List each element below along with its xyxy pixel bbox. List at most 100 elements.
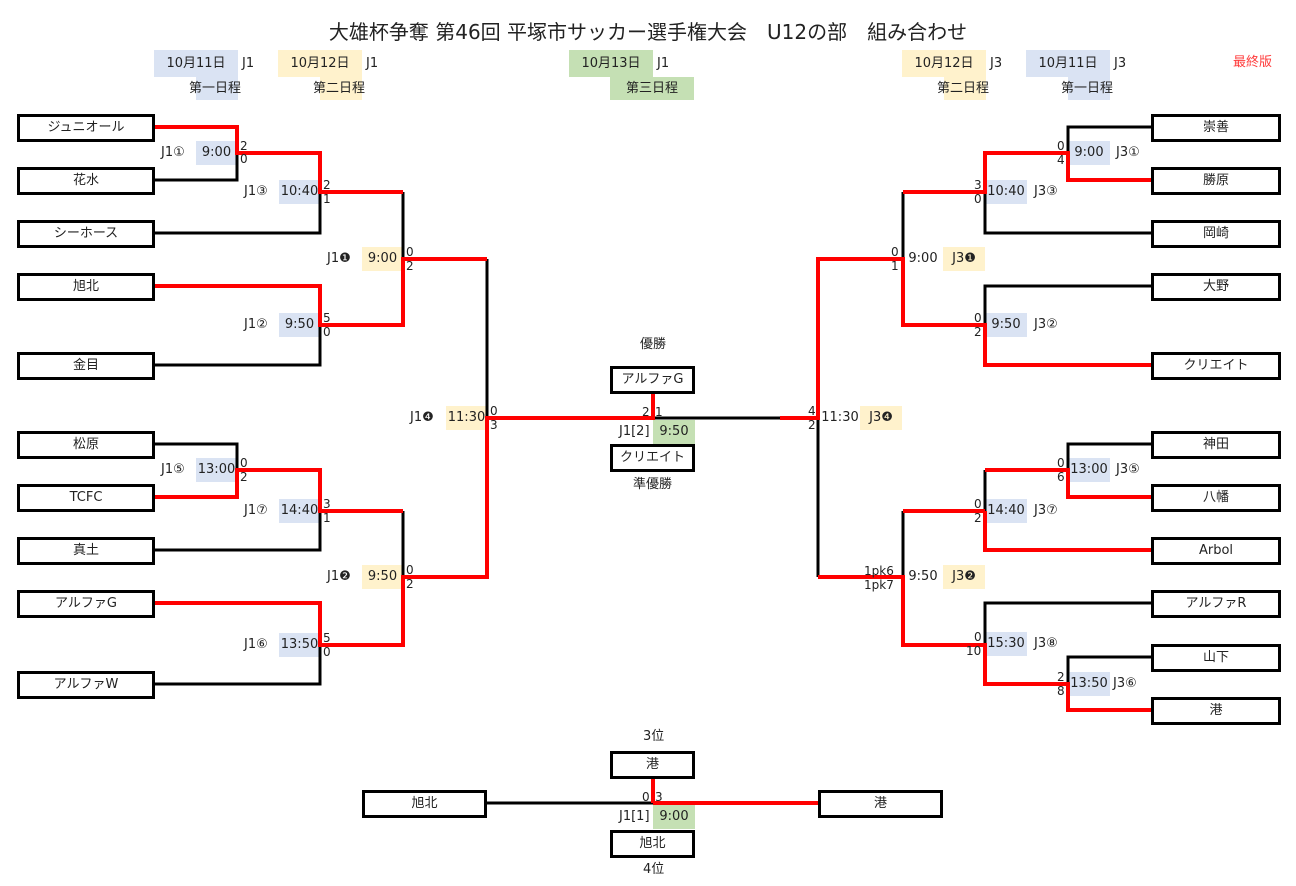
score: 2 <box>240 139 248 153</box>
score: 1 <box>323 511 331 525</box>
match-id: J3⑧ <box>1034 636 1058 651</box>
match-id: J3③ <box>1034 184 1058 199</box>
score: 8 <box>1057 684 1065 698</box>
team-box: 八幡 <box>1151 484 1281 512</box>
winner-label: 優勝 <box>640 337 667 352</box>
match-time: 10:40 <box>279 180 320 204</box>
team-box: 旭北 <box>17 273 155 301</box>
day-label: 第二日程 <box>937 81 990 96</box>
score: 2 <box>974 511 982 525</box>
match-id: J1⑥ <box>244 637 268 652</box>
match-id: J1① <box>161 145 185 160</box>
league-label: J1 <box>242 56 255 71</box>
team-box: 金目 <box>17 352 155 380</box>
score: 0 <box>974 630 982 644</box>
score: 10 <box>966 644 982 658</box>
score: 6 <box>1057 470 1065 484</box>
score: 0 <box>642 790 650 804</box>
match-id: J3⑦ <box>1034 503 1058 518</box>
team-box: 真土 <box>17 537 155 565</box>
score: 2 <box>240 470 248 484</box>
team-box: クリエイト <box>1151 352 1281 380</box>
score: 2 <box>642 405 650 419</box>
score: 0 <box>1057 456 1065 470</box>
score: 0 <box>323 325 331 339</box>
team-box: 港 <box>818 790 943 818</box>
date-day1-right: 10月11日 <box>1026 50 1110 77</box>
fourth-label: 4位 <box>643 862 665 877</box>
match-time: 9:00 <box>908 251 938 266</box>
league-label: J3 <box>990 56 1003 71</box>
score: 1pk6 <box>864 564 894 578</box>
score: 2 <box>406 577 414 591</box>
date-day1-left: 10月11日 <box>154 50 238 77</box>
score: 3 <box>323 497 331 511</box>
match-id: J1❷ <box>327 569 351 584</box>
score: 0 <box>240 456 248 470</box>
match-id: J1[1] <box>619 809 650 824</box>
score: 0 <box>974 192 982 206</box>
match-id: J1❹ <box>410 410 434 425</box>
team-box: ジュニオール <box>17 114 155 142</box>
team-box: Arbol <box>1151 537 1281 565</box>
page-title: 大雄杯争奪 第46回 平塚市サッカー選手権大会 U12の部 組み合わせ <box>328 20 968 44</box>
match-time: 9:50 <box>653 420 695 444</box>
score: 0 <box>891 245 899 259</box>
day-label: 第一日程 <box>1061 81 1114 96</box>
score: 0 <box>406 563 414 577</box>
match-id: J1[2] <box>619 424 650 439</box>
score: 2 <box>323 178 331 192</box>
team-box: 花水 <box>17 167 155 195</box>
score: 0 <box>974 311 982 325</box>
score: 0 <box>240 152 248 166</box>
score: 0 <box>323 645 331 659</box>
match-time: 9:50 <box>985 313 1027 337</box>
day-label: 第三日程 <box>610 77 694 100</box>
match-time: 11:30 <box>446 406 487 430</box>
score: 0 <box>1057 139 1065 153</box>
match-time: 9:00 <box>653 805 695 829</box>
score: 2 <box>808 418 816 432</box>
match-id: J3⑤ <box>1116 462 1140 477</box>
score: 3 <box>490 418 498 432</box>
match-id: J3❶ <box>943 247 985 271</box>
match-time: 9:50 <box>279 313 320 337</box>
match-time: 9:00 <box>362 247 403 271</box>
match-time: 14:40 <box>985 499 1027 523</box>
match-time: 14:40 <box>279 499 320 523</box>
match-id: J3⑥ <box>1113 676 1137 691</box>
runner-up-label: 準優勝 <box>633 477 673 492</box>
team-box: 山下 <box>1151 644 1281 672</box>
team-box: TCFC <box>17 484 155 512</box>
match-id: J3❹ <box>860 406 902 430</box>
match-id: J1⑤ <box>161 462 185 477</box>
score: 5 <box>323 311 331 325</box>
match-time: 13:00 <box>1068 458 1110 482</box>
score: 0 <box>490 404 498 418</box>
match-id: J3❷ <box>943 565 985 589</box>
score: 2 <box>1057 670 1065 684</box>
league-label: J1 <box>366 56 379 71</box>
final-version-label: 最終版 <box>1233 55 1273 70</box>
score: 1pk7 <box>864 578 894 592</box>
score: 2 <box>974 325 982 339</box>
score: 5 <box>323 631 331 645</box>
match-time: 13:50 <box>279 633 320 657</box>
match-id: J1② <box>244 317 268 332</box>
third-place-box: 港 <box>610 751 695 779</box>
champion-box: アルファG <box>610 366 695 394</box>
score: 4 <box>1057 153 1065 167</box>
match-time: 10:40 <box>985 180 1027 204</box>
match-time: 13:00 <box>196 458 237 482</box>
team-box: 大野 <box>1151 273 1281 301</box>
match-time: 9:50 <box>908 569 938 584</box>
day-label: 第二日程 <box>313 81 366 96</box>
fourth-place-box: 旭北 <box>610 830 695 858</box>
match-id: J1③ <box>244 184 268 199</box>
team-box: アルファG <box>17 590 155 618</box>
team-box: シーホース <box>17 220 155 248</box>
date-day2-right: 10月12日 <box>902 50 986 77</box>
score: 3 <box>974 178 982 192</box>
third-label: 3位 <box>643 729 665 744</box>
